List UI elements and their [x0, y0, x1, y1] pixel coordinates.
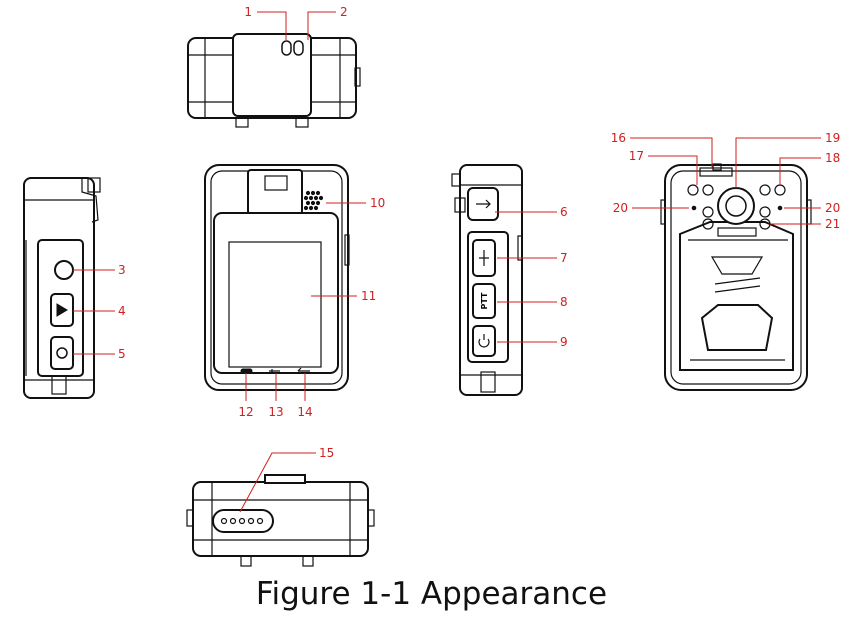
leader-lines	[73, 11, 821, 513]
callout-21: 21	[825, 217, 840, 231]
callout-15: 15	[319, 446, 334, 460]
callout-16: 16	[611, 131, 626, 145]
callout-18: 18	[825, 151, 840, 165]
microphone-hole-icon	[293, 40, 304, 56]
front-view	[204, 164, 350, 391]
left-side-view	[23, 177, 101, 399]
charging-pins	[212, 509, 274, 533]
callout-6: 6	[560, 205, 568, 219]
callout-10: 10	[370, 196, 385, 210]
callout-20-right: 20	[825, 201, 840, 215]
record-icon	[56, 303, 68, 317]
callout-12: 12	[238, 405, 253, 419]
bottom-view	[186, 474, 375, 567]
top-view	[187, 33, 361, 128]
callout-3: 3	[118, 263, 126, 277]
callout-4: 4	[118, 304, 126, 318]
ptt-button	[472, 283, 496, 319]
camera-icon	[56, 347, 68, 359]
callout-7: 7	[560, 251, 568, 265]
callout-9: 9	[560, 335, 568, 349]
ptt-label: PTT	[480, 292, 489, 310]
right-side-view: PTT	[451, 164, 523, 396]
menu-key-icon	[240, 368, 253, 374]
flashlight-icon	[479, 250, 489, 266]
home-key-icon	[269, 369, 280, 373]
callout-5: 5	[118, 347, 126, 361]
speaker-grille	[303, 190, 324, 211]
callout-11: 11	[361, 289, 376, 303]
callout-19: 19	[825, 131, 840, 145]
back-view	[660, 163, 812, 391]
power-icon	[478, 334, 490, 348]
lens-icon	[725, 195, 747, 217]
callout-13: 13	[268, 405, 283, 419]
callout-1: 1	[244, 5, 252, 19]
touch-screen	[228, 241, 322, 368]
audio-port-icon	[54, 260, 74, 280]
microphone-hole-icon	[281, 40, 292, 56]
back-key-icon	[297, 367, 310, 372]
callout-20-left: 20	[613, 201, 628, 215]
callout-2: 2	[340, 5, 348, 19]
power-button	[472, 325, 496, 357]
callout-17: 17	[629, 149, 644, 163]
figure-caption: Figure 1-1 Appearance	[255, 576, 608, 612]
callout-8: 8	[560, 295, 568, 309]
callout-numbers: 1 2 3 4 5 6 7 8 9 10 11 12 13 14 15 16 1…	[118, 5, 840, 460]
usb-icon	[476, 199, 491, 209]
callout-14: 14	[297, 405, 312, 419]
appearance-diagram: PTT	[23, 5, 840, 567]
